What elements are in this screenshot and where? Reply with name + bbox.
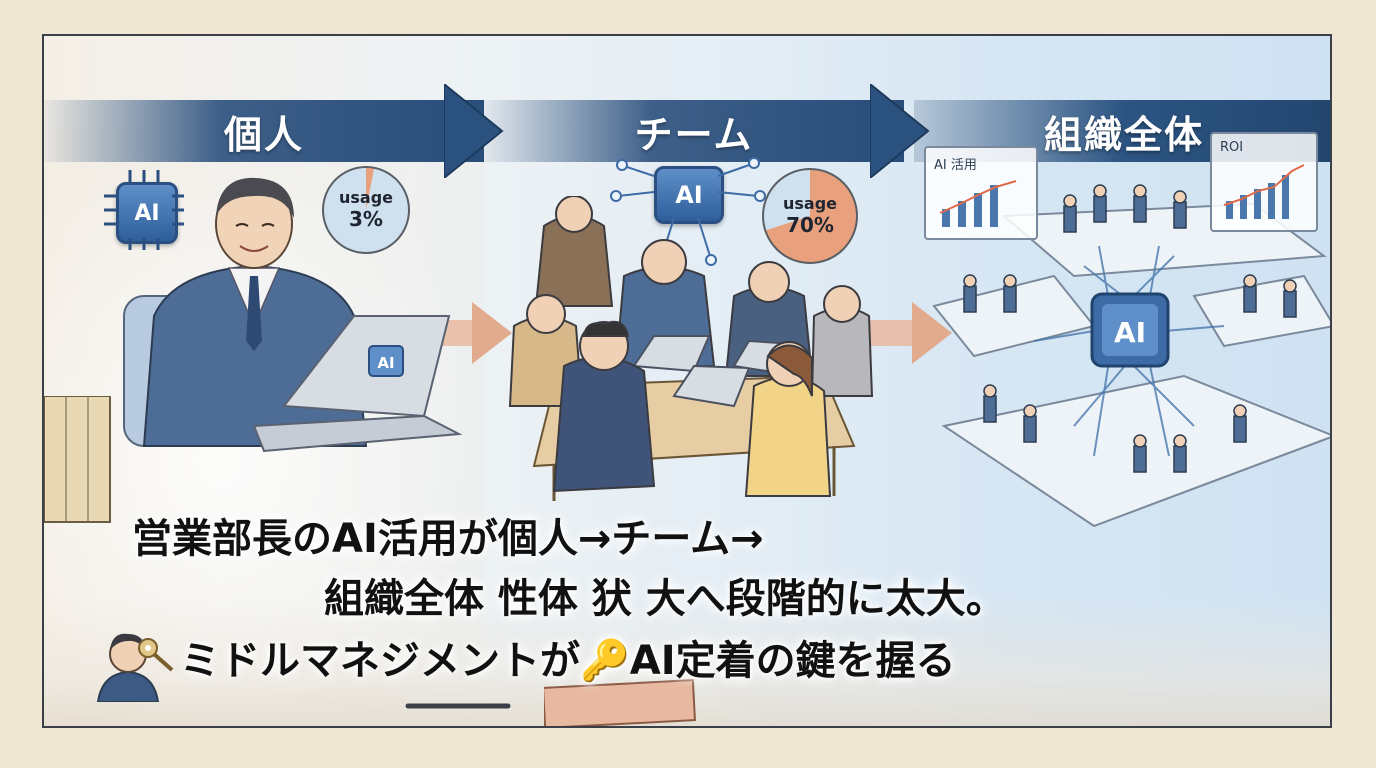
stage-bar-team: チーム bbox=[484, 100, 904, 162]
usage-value: 70% bbox=[786, 212, 834, 237]
ai-chip-individual: AI bbox=[116, 182, 178, 244]
usage-label: usage bbox=[338, 188, 393, 208]
usage-label: usage bbox=[782, 194, 837, 214]
manager-with-laptop: AI bbox=[123, 177, 463, 453]
chip-pins-icon bbox=[104, 170, 184, 250]
ai-usage-screen: AI 活用 bbox=[924, 146, 1038, 240]
bar-arrow-2-icon bbox=[870, 84, 930, 178]
roi-screen: ROI bbox=[1210, 132, 1318, 232]
ai-usage-screen-title: AI 活用 bbox=[934, 158, 977, 173]
caption-line-3: ミドルマネジメントが🔑AI定着の鍵を握る bbox=[180, 638, 956, 684]
pen-icon bbox=[405, 703, 511, 709]
ai-chip-team: AI bbox=[654, 166, 724, 224]
stage-label-team: チーム bbox=[634, 112, 754, 157]
illustration-frame: 個人 チーム 組織全体 AI usage 3% bbox=[42, 34, 1332, 728]
manager-avatar bbox=[96, 633, 160, 702]
key-icon bbox=[138, 638, 174, 672]
usage-pie-individual: usage 3% bbox=[322, 166, 410, 254]
usage-value: 3% bbox=[349, 206, 383, 231]
file-cabinet bbox=[44, 396, 111, 523]
stage-bar-individual: 個人 bbox=[44, 100, 484, 162]
usage-pie-team: usage 70% bbox=[762, 168, 858, 264]
caption-line-1: 営業部長のAI活用が個人→チーム→ bbox=[132, 516, 764, 562]
notebook-icon bbox=[544, 679, 696, 726]
roi-screen-title: ROI bbox=[1220, 140, 1244, 155]
line-chart-icon bbox=[1223, 164, 1305, 219]
stage-label-organization: 組織全体 bbox=[1043, 112, 1204, 157]
stage-label-individual: 個人 bbox=[223, 112, 304, 157]
bar-arrow-1-icon bbox=[444, 84, 504, 178]
svg-text:AI: AI bbox=[377, 354, 394, 372]
caption-line-2: 組織全体 性体 犾 大へ段階的に太大。 bbox=[324, 576, 1006, 622]
bar-chart-icon bbox=[939, 180, 1017, 227]
ai-chip-organization-label: AI bbox=[1113, 315, 1147, 349]
team-meeting bbox=[508, 196, 874, 501]
